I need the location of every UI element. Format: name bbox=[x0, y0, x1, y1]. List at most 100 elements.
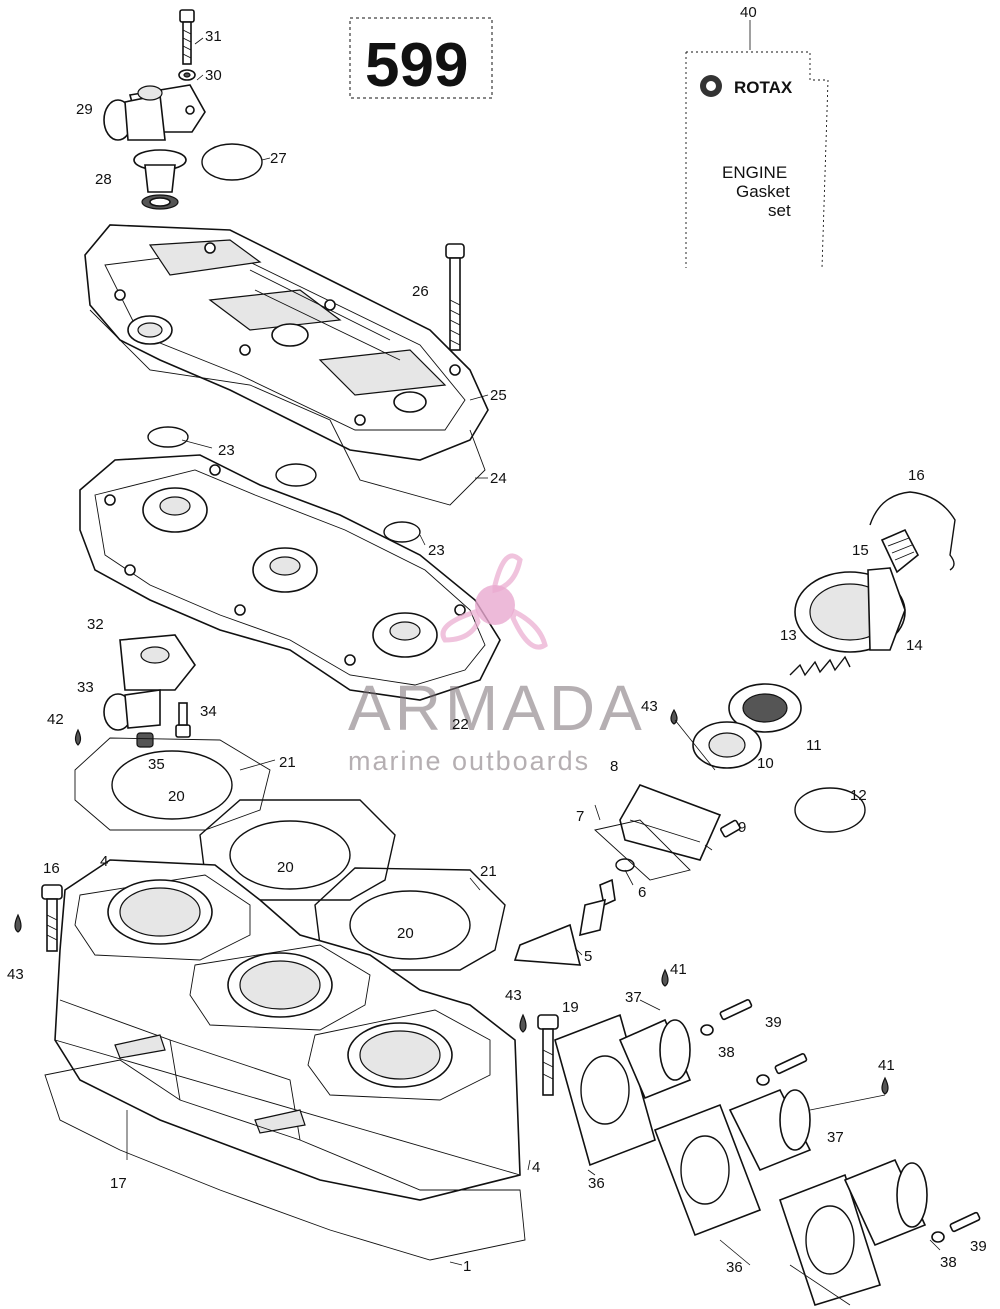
callout-14: 14 bbox=[906, 637, 923, 654]
callout-19: 19 bbox=[562, 999, 579, 1016]
part-cylinder-head-22 bbox=[79, 454, 501, 701]
callout-5: 5 bbox=[584, 948, 592, 965]
part-exhaust-sleeve-37-b bbox=[728, 1088, 812, 1172]
callout-31: 31 bbox=[205, 28, 222, 45]
part-screw-9 bbox=[720, 819, 741, 838]
watermark-subtitle: marine outboards bbox=[348, 746, 590, 776]
callout-27: 27 bbox=[270, 150, 287, 167]
kit-line-2: Gasket bbox=[736, 182, 790, 201]
callout-13: 13 bbox=[780, 627, 797, 644]
part-drop-42 bbox=[74, 728, 82, 746]
part-water-outlet-33 bbox=[103, 634, 196, 731]
part-head-cover-25 bbox=[84, 224, 489, 461]
part-bolt-31 bbox=[179, 9, 195, 65]
callout-38-a: 38 bbox=[718, 1044, 735, 1061]
callout-4-top: 4 bbox=[100, 853, 108, 870]
part-thermostat-housing-29 bbox=[103, 84, 206, 141]
part-drop-43-mid bbox=[519, 1013, 527, 1033]
callout-16-right: 16 bbox=[908, 467, 925, 484]
callout-17: 17 bbox=[110, 1175, 127, 1192]
callout-6: 6 bbox=[638, 884, 646, 901]
page-number: 599 bbox=[365, 31, 468, 100]
callout-36-b: 36 bbox=[726, 1259, 743, 1276]
armada-watermark: ARMADA marine outboards bbox=[348, 553, 646, 776]
part-oring-6 bbox=[615, 858, 635, 872]
callout-labels: 31 30 29 28 27 26 25 23 24 23 16 15 14 1… bbox=[7, 4, 987, 1276]
callout-33: 33 bbox=[77, 679, 94, 696]
part-bolt-26 bbox=[445, 243, 465, 351]
callout-8: 8 bbox=[610, 758, 618, 775]
part-washer-38-a bbox=[700, 1024, 714, 1036]
part-drop-43-left bbox=[14, 913, 22, 933]
part-base-gasket-1 bbox=[44, 1059, 526, 1261]
part-washer-30 bbox=[178, 69, 196, 81]
watermark-title: ARMADA bbox=[348, 672, 646, 744]
kit-line-1: ENGINE bbox=[722, 163, 787, 182]
part-washer-38-c bbox=[931, 1231, 945, 1243]
part-oring-23-a bbox=[147, 426, 189, 448]
callout-35: 35 bbox=[148, 756, 165, 773]
callout-20-a: 20 bbox=[168, 788, 185, 805]
callout-4-bottom: 4 bbox=[532, 1159, 540, 1176]
part-oring-27 bbox=[201, 143, 263, 181]
callout-21-a: 21 bbox=[279, 754, 296, 771]
part-plug-15 bbox=[880, 528, 920, 574]
callout-43-upper: 43 bbox=[641, 698, 658, 715]
callout-7: 7 bbox=[576, 808, 584, 825]
part-screw-39-b bbox=[774, 1053, 808, 1075]
callout-36-a: 36 bbox=[588, 1175, 605, 1192]
part-oring-23-b bbox=[275, 463, 317, 487]
part-bolt-19 bbox=[537, 1014, 559, 1096]
kit-brand: ROTAX bbox=[734, 78, 793, 97]
part-exhaust-flange-36-c bbox=[778, 1173, 882, 1306]
part-screw-39-a bbox=[719, 999, 753, 1021]
callout-23-b: 23 bbox=[428, 542, 445, 559]
part-spring-13 bbox=[789, 655, 851, 677]
callout-41-b: 41 bbox=[878, 1057, 895, 1074]
part-cover-14 bbox=[794, 567, 906, 653]
callout-42: 42 bbox=[47, 711, 64, 728]
callout-39-a: 39 bbox=[765, 1014, 782, 1031]
part-screw-39-c bbox=[949, 1211, 981, 1233]
part-exhaust-sleeve-37-a bbox=[618, 1018, 692, 1100]
gasket-kit-box: ROTAX ENGINE Gasket set bbox=[685, 51, 829, 269]
callout-37-a: 37 bbox=[625, 989, 642, 1006]
part-drop-41-a bbox=[661, 968, 669, 987]
part-valve-housing-8 bbox=[619, 784, 722, 861]
callout-22: 22 bbox=[452, 716, 469, 733]
callout-34: 34 bbox=[200, 703, 217, 720]
callout-1: 1 bbox=[463, 1258, 471, 1275]
part-rave-valve-5 bbox=[513, 878, 616, 966]
part-cylinder-block-4 bbox=[54, 859, 521, 1201]
part-thermostat-28 bbox=[133, 149, 187, 210]
callout-20-c: 20 bbox=[397, 925, 414, 942]
part-drop-41-b bbox=[881, 1076, 889, 1095]
part-diaphragm-11 bbox=[728, 683, 802, 733]
callout-20-b: 20 bbox=[277, 859, 294, 876]
callout-32: 32 bbox=[87, 616, 104, 633]
part-head-gasket-21-a bbox=[74, 737, 271, 831]
kit-line-3: set bbox=[768, 201, 791, 220]
callout-21-b: 21 bbox=[480, 863, 497, 880]
callout-37-b: 37 bbox=[827, 1129, 844, 1146]
callout-43-mid: 43 bbox=[505, 987, 522, 1004]
callout-41-a: 41 bbox=[670, 961, 687, 978]
callout-16-left: 16 bbox=[43, 860, 60, 877]
callout-38-b: 38 bbox=[940, 1254, 957, 1271]
callout-26: 26 bbox=[412, 283, 429, 300]
part-gasket-24 bbox=[89, 309, 486, 506]
callout-15: 15 bbox=[852, 542, 869, 559]
part-oring-12 bbox=[794, 787, 866, 833]
callout-12: 12 bbox=[850, 787, 867, 804]
callout-28: 28 bbox=[95, 171, 112, 188]
callout-23-a: 23 bbox=[218, 442, 235, 459]
page-number-box: 599 bbox=[349, 17, 493, 100]
callout-39-b: 39 bbox=[970, 1238, 987, 1255]
callout-30: 30 bbox=[205, 67, 222, 84]
callout-9: 9 bbox=[738, 819, 746, 836]
part-exhaust-flange-36-b bbox=[653, 1103, 762, 1237]
leader-lines bbox=[181, 20, 941, 1306]
part-oring-23-c bbox=[383, 521, 421, 543]
part-plug-35 bbox=[136, 732, 154, 748]
